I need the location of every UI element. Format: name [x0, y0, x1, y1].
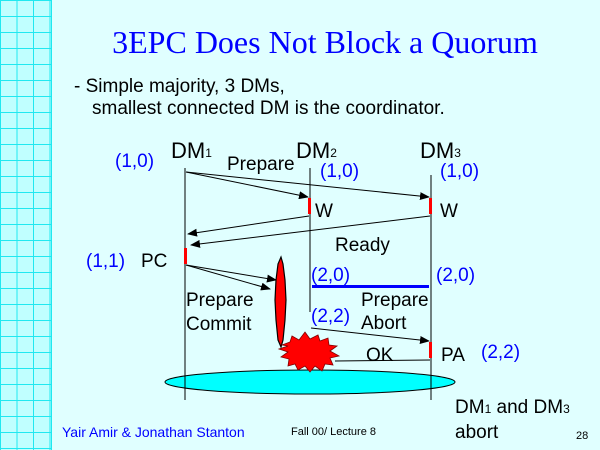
prepare-abort-label-1: Prepare — [361, 290, 429, 311]
dm1-pc-label: PC — [141, 251, 168, 272]
dm2-header: DM2 — [296, 138, 337, 163]
dm3-header: DM3 — [420, 138, 461, 163]
ready-message-label: Ready — [335, 235, 390, 256]
dm1-initial-state: (1,0) — [115, 151, 155, 172]
dm1-pc-marker — [184, 248, 187, 264]
prepare-commit-label-2: Commit — [186, 314, 252, 335]
dm3-partition-state: (2,0) — [436, 265, 476, 286]
prepare-abort-label-2: Abort — [361, 313, 407, 334]
dm3-pa-marker — [429, 342, 432, 358]
prepare-message-label: Prepare — [227, 154, 295, 175]
decorative-grid — [0, 0, 52, 450]
dm2-abort-state: (2,2) — [311, 306, 351, 327]
dm3-wait-label: W — [440, 201, 458, 222]
page-number: 28 — [576, 430, 589, 442]
prepare-commit-label-1: Prepare — [186, 290, 254, 311]
dm3-pa-label: PA — [441, 345, 465, 366]
dm2-wait-label: W — [315, 201, 333, 222]
blocked-message-shape — [274, 255, 287, 349]
dm1-pc-state: (1,1) — [86, 251, 126, 272]
dm3-wait-marker — [429, 198, 432, 214]
bullet-line-1: - Simple majority, 3 DMs, — [74, 76, 285, 97]
ok-message-label: OK — [366, 345, 394, 366]
dm3-initial-state: (1,0) — [440, 161, 480, 182]
dm3-pa-state: (2,2) — [481, 342, 521, 363]
quorum-ellipse — [164, 369, 456, 395]
dm2-wait-marker — [308, 198, 311, 214]
bullet-line-2: smallest connected DM is the coordinator… — [92, 98, 445, 119]
bullet-text: - Simple majority, 3 DMs, smallest conne… — [74, 76, 445, 120]
failure-explosion-icon — [277, 331, 341, 373]
outcome-text: DM1 and DM3 abort — [455, 397, 570, 443]
dm2-initial-state: (1,0) — [320, 161, 360, 182]
dm2-partition-state: (2,0) — [311, 265, 351, 286]
footer-course: Fall 00/ Lecture 8 — [291, 426, 376, 438]
slide-title: 3EPC Does Not Block a Quorum — [112, 24, 538, 60]
dm1-header: DM1 — [171, 138, 212, 163]
partition-line — [312, 285, 429, 288]
footer-authors: Yair Amir & Jonathan Stanton — [62, 424, 245, 440]
